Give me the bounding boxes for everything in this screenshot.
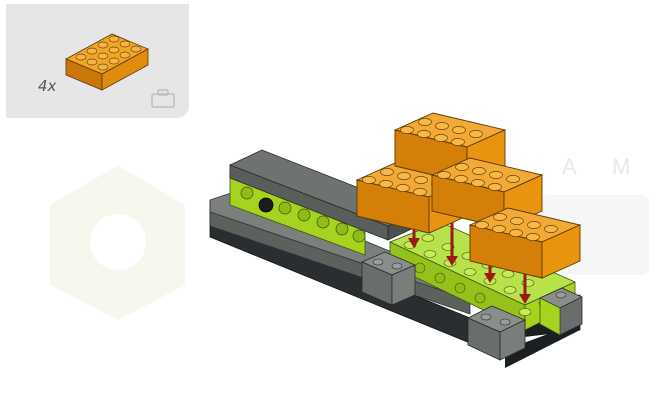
black-axle-pin	[259, 198, 273, 212]
